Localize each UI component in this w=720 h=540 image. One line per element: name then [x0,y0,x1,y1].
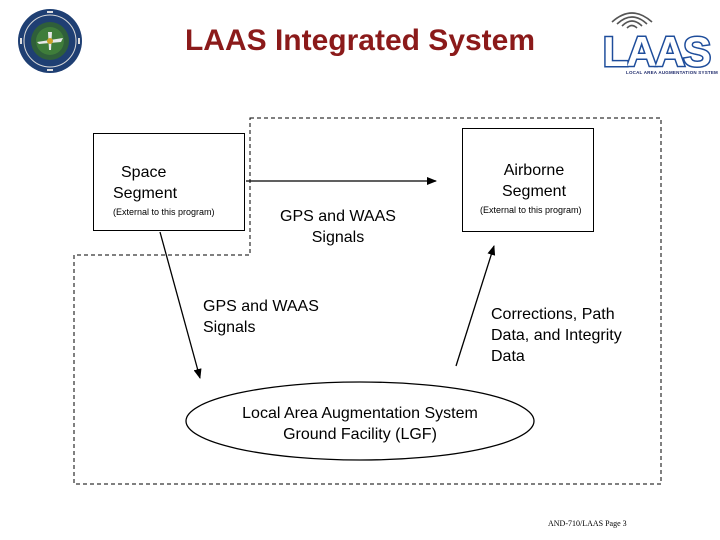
space-segment-note: (External to this program) [113,207,215,217]
page-footer: AND-710/LAAS Page 3 [548,519,627,528]
laas-tagline: LOCAL AREA AUGMENTATION SYSTEM [626,70,718,75]
lgf-to-airborne-arrow [455,245,496,367]
faa-seal-logo [18,9,82,73]
gps-signals-label-lower: GPS and WAAS Signals [203,298,319,336]
gps-signals-label-upper: GPS and WAAS Signals [280,208,396,246]
page-title: LAAS Integrated System [184,24,536,57]
airborne-segment-note: (External to this program) [480,205,582,215]
laas-logo: LAAS [601,12,712,77]
airborne-segment-title: Airborne Segment [501,162,567,200]
laas-logo-text: LAAS [603,28,710,75]
space-segment-title: Space Segment [113,164,178,202]
space-to-lgf-arrow [159,231,202,379]
lgf-ellipse [185,381,535,461]
space-segment-box [93,133,245,231]
airborne-segment-box [462,128,594,232]
corrections-label: Corrections, Path Data, and Integrity Da… [491,306,622,365]
lgf-label: Local Area Augmentation System Ground Fa… [242,405,478,443]
